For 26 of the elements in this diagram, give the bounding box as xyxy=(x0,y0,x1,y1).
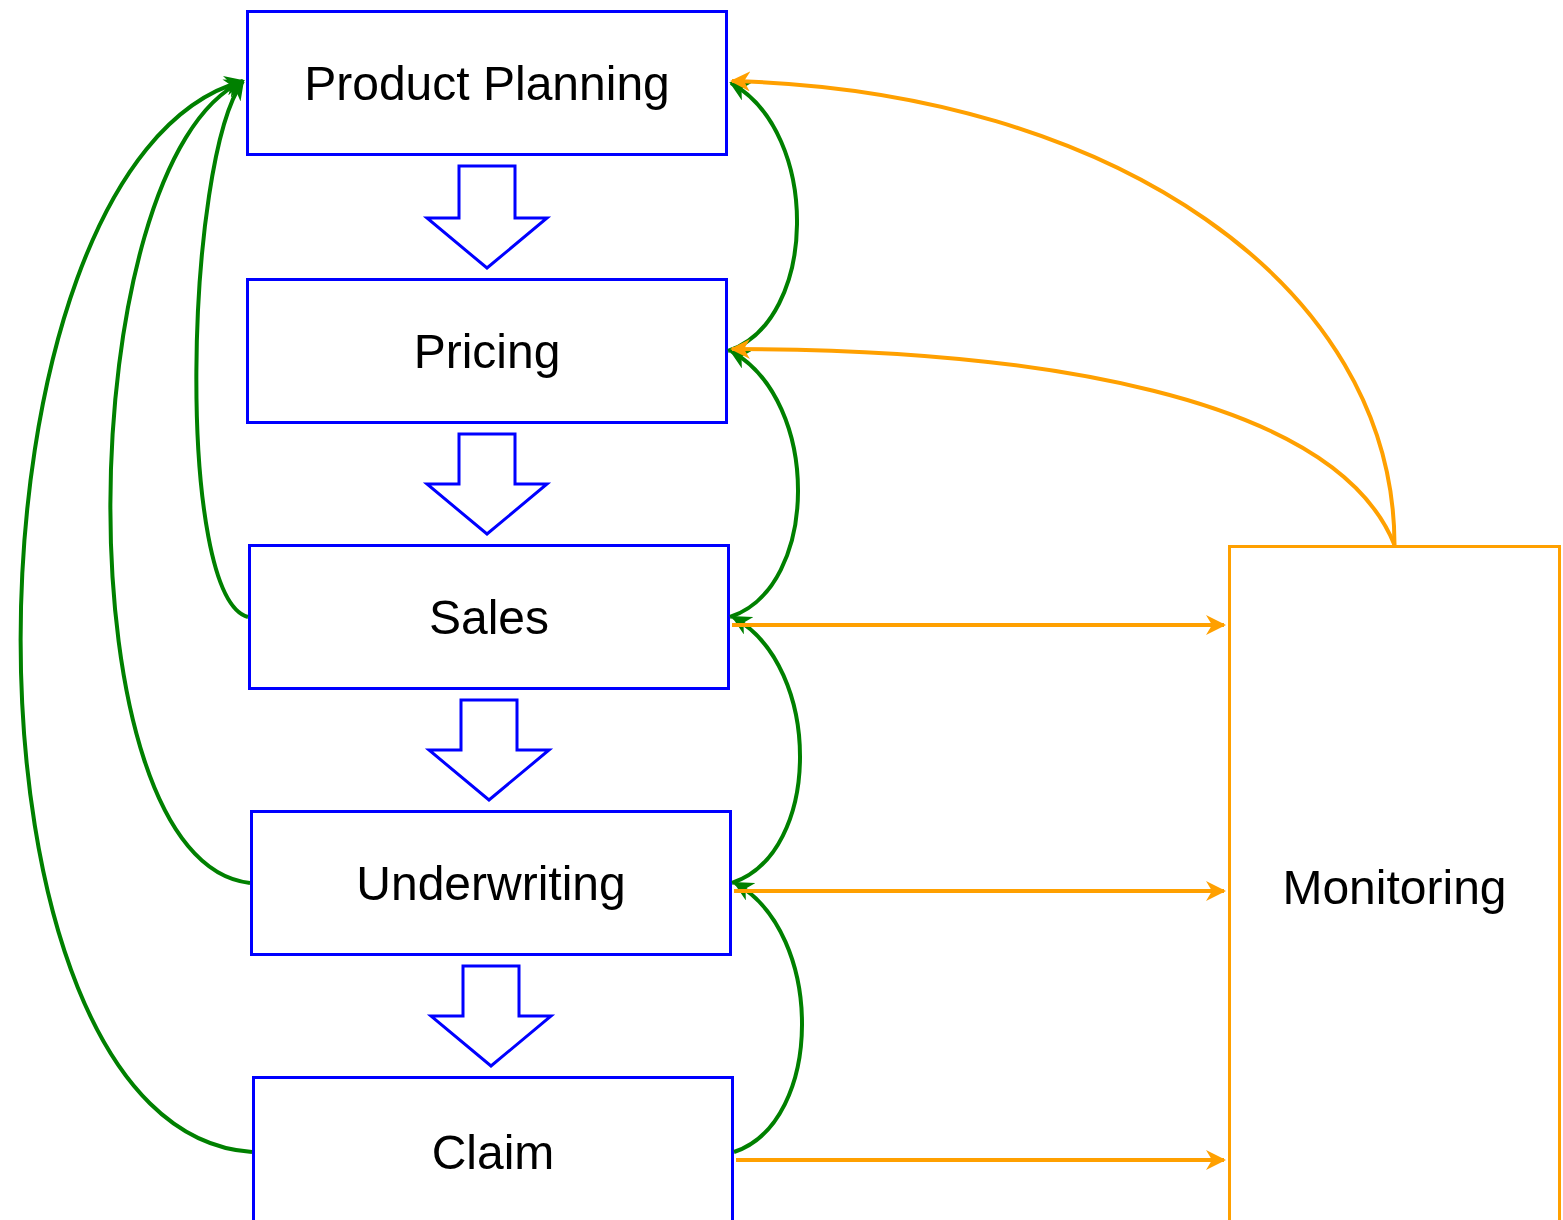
arrow xyxy=(733,881,804,1154)
block-arrow xyxy=(426,964,556,1068)
arrow xyxy=(18,79,253,1154)
box-label: Sales xyxy=(428,589,550,645)
arrow xyxy=(730,339,1397,546)
process-box xyxy=(250,810,732,956)
block-arrow xyxy=(424,698,554,802)
process-box xyxy=(248,544,730,690)
process-box xyxy=(246,278,728,424)
arrow xyxy=(734,881,1226,901)
box-label: Monitoring xyxy=(1282,860,1507,915)
process-box xyxy=(252,1076,734,1220)
box-label: Underwriting xyxy=(356,855,626,911)
arrow xyxy=(736,1150,1226,1170)
arrow xyxy=(108,79,251,885)
process-box xyxy=(246,10,728,156)
arrow xyxy=(729,349,800,619)
box-label: Product Planning xyxy=(304,55,670,111)
arrow xyxy=(732,615,1226,635)
box-label: Pricing xyxy=(413,323,561,379)
arrow xyxy=(727,81,799,353)
arrow xyxy=(731,615,802,885)
block-arrow xyxy=(422,164,552,270)
process-box xyxy=(1228,545,1561,1220)
block-arrow xyxy=(422,432,552,536)
box-label: Claim xyxy=(431,1125,555,1180)
